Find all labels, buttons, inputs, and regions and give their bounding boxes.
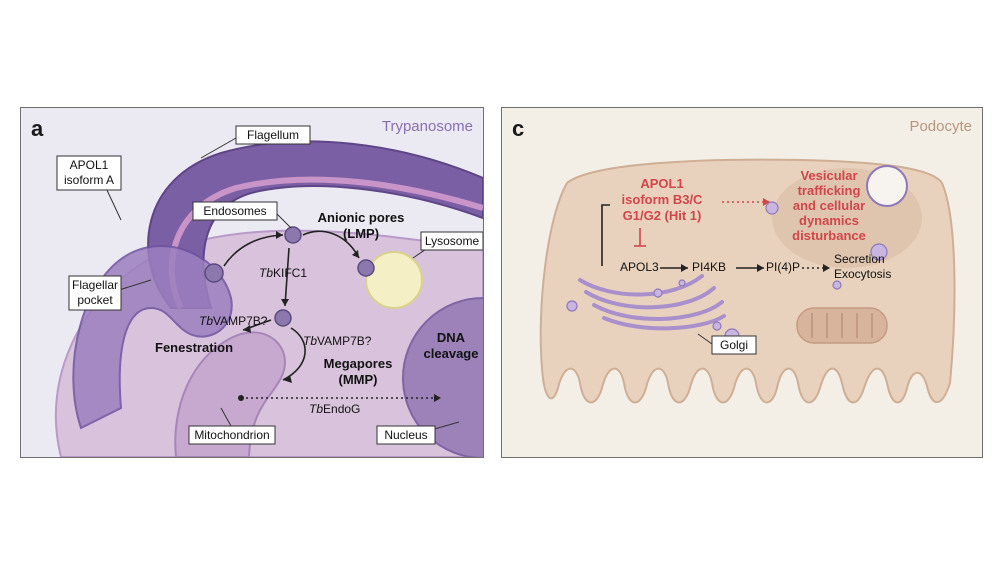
label-pi4p: PI(4)P (766, 260, 801, 274)
label-vesicular-line5: disturbance (792, 228, 866, 243)
arrowheads (681, 198, 830, 272)
label-apol1-c-line1: APOL1 (640, 176, 684, 191)
leader-lines (105, 137, 460, 431)
label-endog-prefix: Tb (309, 402, 324, 416)
label-flagellar-line2: pocket (77, 293, 113, 307)
label-fenestration: Fenestration (155, 340, 234, 355)
label-apol1-c-line3: G1/G2 (Hit 1) (622, 208, 702, 223)
label-apol1-c-line2: isoform B3/C (621, 192, 703, 207)
label-secretion-exocytosis: Secretion Exocytosis (834, 252, 891, 282)
label-golgi: Golgi (719, 338, 748, 352)
nucleus-shape (402, 297, 483, 457)
label-exocytosis: Exocytosis (834, 267, 892, 281)
label-dna-line1: DNA (436, 330, 466, 345)
label-apol3: APOL3 (620, 260, 659, 274)
arrowheads (243, 231, 441, 402)
golgi-stacks (578, 274, 726, 331)
label-tbvamp7b-left: TbVAMP7B? (199, 314, 267, 328)
label-apol1-line2: isoform A (63, 173, 114, 187)
label-vesicular-line3: and cellular (792, 198, 866, 213)
label-vamp-right-name: VAMP7B? (317, 334, 372, 348)
label-tbkifc1-prefix: Tb (259, 266, 274, 280)
vesicle-pocket (204, 263, 224, 283)
label-tbendog: TbEndoG (309, 402, 360, 416)
label-nucleus: Nucleus (384, 428, 428, 442)
lysosome-shape (365, 251, 423, 309)
label-mitochondrion: Mitochondrion (194, 428, 270, 442)
label-dna-cleavage: DNA cleavage (419, 330, 483, 362)
podocyte-diagram (539, 158, 956, 404)
vesicle-fenestration (274, 309, 292, 327)
label-boxes (56, 125, 483, 445)
trypanosome-diagram (54, 125, 483, 457)
panel-c-title: Podocyte (909, 118, 972, 135)
label-megapores-line1: Megapores (323, 356, 393, 371)
label-megapores-line2: (MMP) (338, 372, 378, 387)
panel-c-letter: c (512, 116, 525, 141)
label-tbkifc1: TbKIFC1 (259, 266, 307, 280)
panel-c-podocyte: c Podocyte APOL1 isoform B3/C G1/G2 (Hit… (501, 107, 983, 458)
label-apol1-isoform-b3c: APOL1 isoform B3/C G1/G2 (Hit 1) (602, 176, 722, 224)
label-vamp-left-name: VAMP7B? (213, 314, 268, 328)
panel-a-title: Trypanosome (381, 118, 473, 135)
label-anionic-pores: Anionic pores (LMP) (311, 210, 411, 242)
label-vamp-left-prefix: Tb (199, 314, 214, 328)
exocytic-vesicle (866, 165, 908, 207)
label-vesicular-disturbance: Vesicular trafficking and cellular dynam… (774, 168, 884, 243)
label-apol1-isoform-a: APOL1 isoform A (57, 158, 121, 188)
label-megapores: Megapores (MMP) (313, 356, 403, 388)
label-vesicular-line4: dynamics (799, 213, 859, 228)
label-endosomes: Endosomes (203, 204, 267, 218)
label-vesicular-line2: trafficking (797, 183, 861, 198)
label-apol1-line1: APOL1 (69, 158, 109, 172)
label-lysosome: Lysosome (424, 234, 480, 248)
label-flagellar-pocket: Flagellar pocket (69, 278, 121, 308)
label-anionic-line2: (LMP) (342, 226, 380, 241)
label-pi4kb: PI4KB (692, 260, 727, 274)
label-endog-name: EndoG (323, 402, 361, 416)
label-anionic-line1: Anionic pores (317, 210, 405, 225)
panel-a-trypanosome: a Trypanosome Flagellum APOL1 isoform A … (20, 107, 484, 458)
label-flagellar-line1: Flagellar (71, 278, 119, 292)
endosome-vesicle (284, 226, 302, 244)
label-secretion: Secretion (834, 252, 885, 266)
label-tbvamp7b-right: TbVAMP7B? (303, 334, 371, 348)
label-flagellum: Flagellum (246, 128, 300, 142)
label-vesicular-line1: Vesicular (800, 168, 858, 183)
label-dna-line2: cleavage (423, 346, 479, 361)
vesicle-lysosome (357, 259, 375, 277)
label-vamp-right-prefix: Tb (303, 334, 318, 348)
label-tbkifc1-name: KIFC1 (273, 266, 308, 280)
panel-a-letter: a (31, 116, 44, 141)
